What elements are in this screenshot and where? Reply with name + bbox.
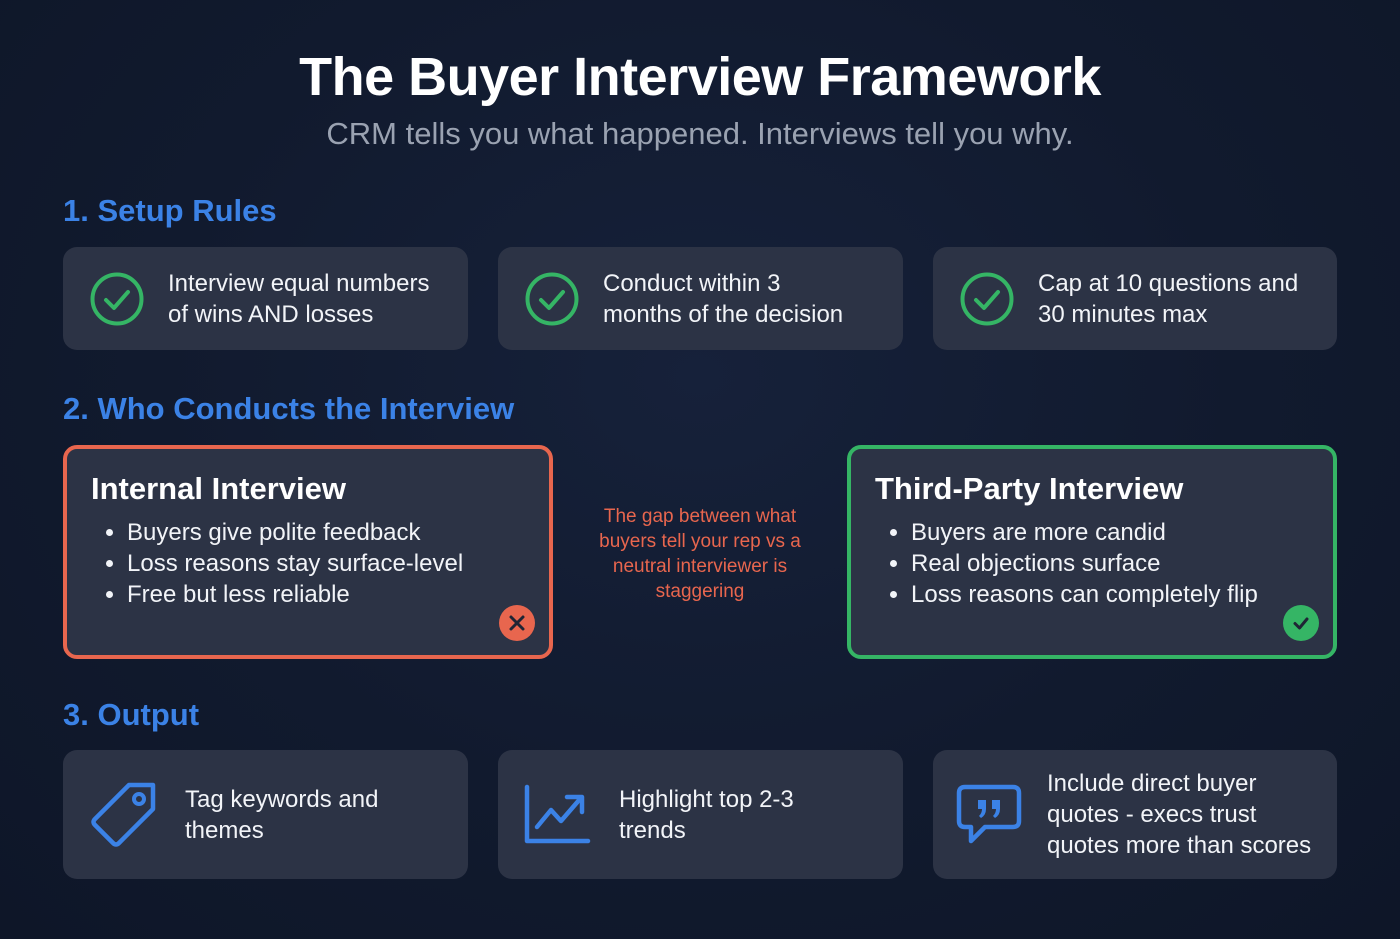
list-item: Real objections surface bbox=[875, 548, 1309, 579]
internal-interview-title: Internal Interview bbox=[91, 471, 346, 506]
third-party-interview-title: Third-Party Interview bbox=[875, 471, 1184, 506]
quote-bubble-icon bbox=[955, 783, 1023, 847]
setup-rule-line: Interview equal numbers bbox=[168, 269, 430, 297]
output-line: Highlight top 2-3 bbox=[619, 785, 794, 813]
check-circle-icon bbox=[524, 271, 580, 327]
section-heading-who-conducts: 2. Who Conducts the Interview bbox=[63, 391, 515, 426]
bullet-icon bbox=[106, 560, 113, 567]
list-item: Free but less reliable bbox=[91, 579, 525, 610]
setup-rule-card-1: Interview equal numbers of wins AND loss… bbox=[63, 247, 468, 350]
list-item-text: Buyers are more candid bbox=[911, 519, 1166, 546]
setup-rule-card-2: Conduct within 3 months of the decision bbox=[498, 247, 903, 350]
check-circle-icon bbox=[1283, 605, 1319, 641]
list-item-text: Free but less reliable bbox=[127, 581, 350, 608]
setup-rule-line: of wins AND losses bbox=[168, 300, 374, 328]
output-line: quotes more than scores bbox=[1047, 832, 1312, 859]
list-item-text: Loss reasons stay surface-level bbox=[127, 550, 464, 577]
internal-interview-box: Internal Interview Buyers give polite fe… bbox=[63, 445, 553, 659]
setup-rule-line: months of the decision bbox=[603, 300, 844, 328]
list-item: Buyers are more candid bbox=[875, 517, 1309, 548]
internal-interview-list: Buyers give polite feedback Loss reasons… bbox=[91, 517, 525, 610]
list-item: Loss reasons can completely flip bbox=[875, 579, 1309, 610]
page-subtitle: CRM tells you what happened. Interviews … bbox=[326, 116, 1074, 151]
setup-rule-line: 30 minutes max bbox=[1038, 300, 1208, 328]
list-item-text: Loss reasons can completely flip bbox=[911, 581, 1258, 608]
x-circle-icon bbox=[499, 605, 535, 641]
bullet-icon bbox=[106, 591, 113, 598]
trend-chart-icon bbox=[522, 784, 592, 846]
bullet-icon bbox=[890, 560, 897, 567]
output-line: trends bbox=[619, 816, 686, 844]
output-line: themes bbox=[185, 816, 264, 844]
output-line: quotes - execs trust bbox=[1047, 801, 1257, 828]
output-line: Tag keywords and bbox=[185, 785, 379, 813]
setup-rule-line: Conduct within 3 bbox=[603, 269, 781, 297]
check-circle-icon bbox=[959, 271, 1015, 327]
bullet-icon bbox=[890, 591, 897, 598]
bullet-icon bbox=[890, 529, 897, 536]
output-card-tag: Tag keywords and themes bbox=[63, 750, 468, 879]
output-card-trends: Highlight top 2-3 trends bbox=[498, 750, 903, 879]
output-line: Include direct buyer bbox=[1047, 770, 1257, 797]
bullet-icon bbox=[106, 529, 113, 536]
setup-rule-card-3: Cap at 10 questions and 30 minutes max bbox=[933, 247, 1337, 350]
output-card-quotes: Include direct buyer quotes - execs trus… bbox=[933, 750, 1337, 879]
comparison-note: The gap between what buyers tell your re… bbox=[599, 506, 801, 602]
list-item: Loss reasons stay surface-level bbox=[91, 548, 525, 579]
section-heading-setup-rules: 1. Setup Rules bbox=[63, 193, 277, 228]
third-party-interview-box: Third-Party Interview Buyers are more ca… bbox=[847, 445, 1337, 659]
list-item-text: Real objections surface bbox=[911, 550, 1161, 577]
tag-icon bbox=[89, 781, 157, 849]
section-heading-output: 3. Output bbox=[63, 697, 200, 732]
setup-rule-line: Cap at 10 questions and bbox=[1038, 269, 1299, 297]
list-item-text: Buyers give polite feedback bbox=[127, 519, 421, 546]
third-party-interview-list: Buyers are more candid Real objections s… bbox=[875, 517, 1309, 610]
list-item: Buyers give polite feedback bbox=[91, 517, 525, 548]
page-title: The Buyer Interview Framework bbox=[299, 47, 1101, 107]
check-circle-icon bbox=[89, 271, 145, 327]
